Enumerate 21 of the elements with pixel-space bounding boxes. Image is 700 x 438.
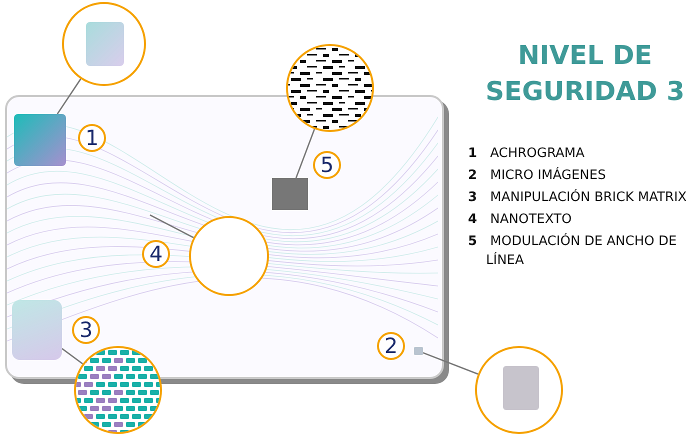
list-item: 3 MANIPULACIÓN BRICK MATRIX — [468, 188, 688, 207]
leader-line — [56, 78, 82, 114]
magnifier-circle — [189, 216, 269, 296]
leader-line — [62, 348, 84, 364]
callout-number: 5 — [320, 153, 334, 177]
list-item: 2 MICRO IMÁGENES — [468, 166, 607, 185]
list-item: 5 MODULACIÓN DE ANCHO DE LÍNEA — [468, 232, 678, 270]
list-item: 4 NANOTEXTO — [468, 211, 573, 229]
leader-line — [150, 214, 194, 238]
brick-pattern — [12, 300, 62, 360]
callout-number: 4 — [149, 242, 163, 266]
hologram-patch — [14, 114, 66, 166]
photo-placeholder — [272, 178, 308, 210]
leader-line — [295, 128, 316, 178]
callout-number: 1 — [85, 126, 99, 150]
callout-number: 3 — [79, 318, 93, 342]
leader-line — [422, 352, 478, 375]
list-item: 1 ACHROGRAMA — [468, 145, 586, 163]
title: NIVEL DE SEGURIDAD 3 — [484, 40, 686, 109]
photo-placeholder — [414, 347, 423, 355]
callout-number: 2 — [384, 334, 398, 358]
